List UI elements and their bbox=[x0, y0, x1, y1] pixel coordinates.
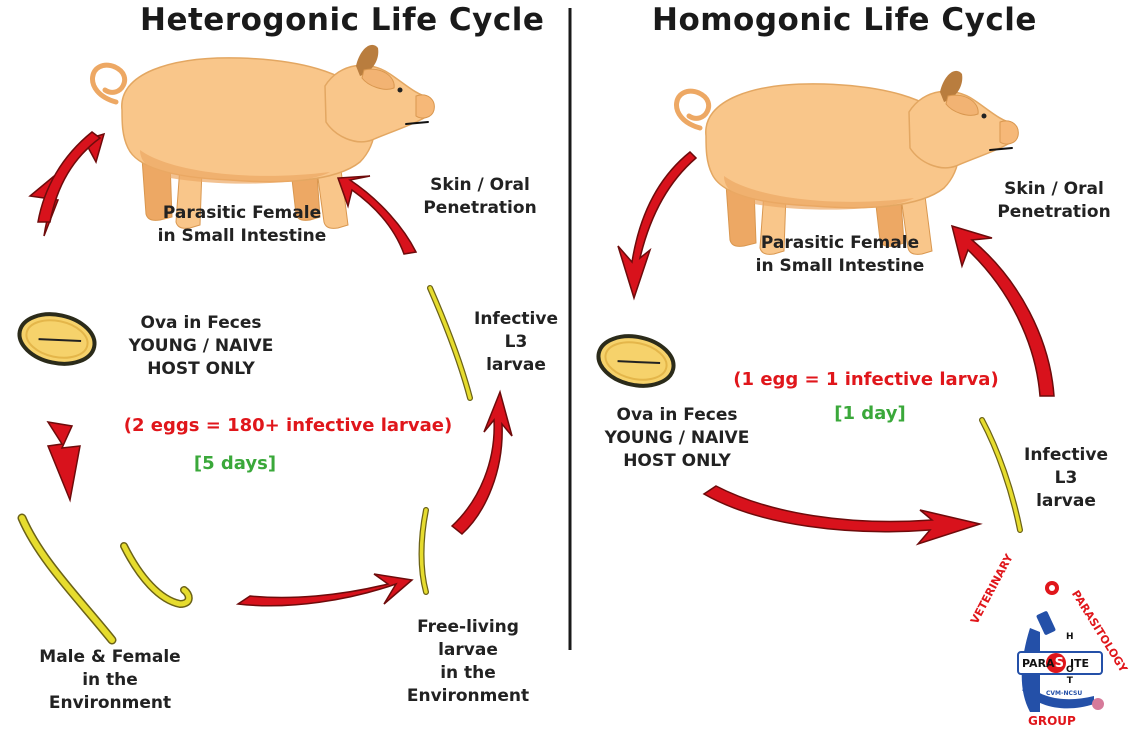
homogonic-egg-illustration bbox=[594, 330, 678, 393]
host-label-line: Parasitic Female bbox=[152, 202, 332, 225]
heterogonic-egg-illustration bbox=[15, 308, 99, 371]
homogonic-pig-illustration bbox=[677, 71, 1019, 255]
homogonic-cycle-arrows bbox=[618, 152, 1054, 544]
adult-worms-illustration bbox=[22, 518, 189, 640]
heterogonic-title: Heterogonic Life Cycle bbox=[140, 2, 544, 38]
ova-label-line: Ova in Feces bbox=[112, 312, 290, 335]
infective-label-line: larvae bbox=[464, 354, 568, 377]
host-label-line: in Small Intestine bbox=[152, 225, 332, 248]
heterogonic-host-label: Parasitic Female in Small Intestine bbox=[152, 202, 332, 248]
logo-text-group: GROUP bbox=[1028, 714, 1076, 728]
logo-host-letter: T bbox=[1066, 676, 1074, 687]
heterogonic-penetration-label: Skin / Oral Penetration bbox=[418, 174, 542, 220]
host-label-line: in Small Intestine bbox=[750, 255, 930, 278]
ova-label-line: Ova in Feces bbox=[588, 404, 766, 427]
ova-label-line: YOUNG / NAIVE bbox=[588, 427, 766, 450]
penetration-label-line: Skin / Oral bbox=[990, 178, 1118, 201]
infective-label-line: Infective bbox=[1014, 444, 1118, 467]
heterogonic-pig-illustration bbox=[93, 45, 435, 229]
infective-label-line: L3 bbox=[464, 331, 568, 354]
freeliving-label-line: Free-living bbox=[402, 616, 534, 639]
logo-host-letter: O bbox=[1066, 665, 1074, 676]
freeliving-label: Free-living larvae in the Environment bbox=[402, 616, 534, 708]
freeliving-label-line: Environment bbox=[402, 685, 534, 708]
infective-label-line: L3 bbox=[1014, 467, 1118, 490]
heterogonic-infective-label: Infective L3 larvae bbox=[464, 308, 568, 377]
homogonic-ova-label: Ova in Feces YOUNG / NAIVE HOST ONLY bbox=[588, 404, 766, 473]
freeliving-label-line: larvae bbox=[402, 639, 534, 662]
penetration-label-line: Skin / Oral bbox=[418, 174, 542, 197]
homogonic-title: Homogonic Life Cycle bbox=[652, 2, 1037, 38]
homogonic-host-label: Parasitic Female in Small Intestine bbox=[750, 232, 930, 278]
ova-label-line: YOUNG / NAIVE bbox=[112, 335, 290, 358]
logo-host-letter: H bbox=[1066, 632, 1074, 643]
homogonic-infective-label: Infective L3 larvae bbox=[1014, 444, 1118, 513]
penetration-label-line: Penetration bbox=[990, 201, 1118, 224]
host-label-line: Parasitic Female bbox=[750, 232, 930, 255]
heterogonic-ova-label: Ova in Feces YOUNG / NAIVE HOST ONLY bbox=[112, 312, 290, 381]
heterogonic-duration-note: [5 days] bbox=[180, 452, 290, 475]
penetration-label-line: Penetration bbox=[418, 197, 542, 220]
logo-institution: CVM-NCSU bbox=[1046, 690, 1082, 697]
adults-label: Male & Female in the Environment bbox=[30, 646, 190, 715]
heterogonic-yield-note: (2 eggs = 180+ infective larvae) bbox=[110, 414, 466, 437]
adults-label-line: in the bbox=[30, 669, 190, 692]
freeliving-label-line: in the bbox=[402, 662, 534, 685]
infective-label-line: Infective bbox=[464, 308, 568, 331]
ova-label-line: HOST ONLY bbox=[112, 358, 290, 381]
infective-label-line: larvae bbox=[1014, 490, 1118, 513]
logo-center-s: S bbox=[1055, 656, 1064, 671]
freeliving-larva-illustration bbox=[422, 510, 427, 592]
homogonic-duration-note: [1 day] bbox=[820, 402, 920, 425]
logo-host-letters: H O T bbox=[1066, 632, 1074, 687]
adults-label-line: Environment bbox=[30, 692, 190, 715]
homogonic-penetration-label: Skin / Oral Penetration bbox=[990, 178, 1118, 224]
logo-center-left: PARA bbox=[1022, 657, 1055, 670]
adults-label-line: Male & Female bbox=[30, 646, 190, 669]
ova-label-line: HOST ONLY bbox=[588, 450, 766, 473]
homogonic-yield-note: (1 egg = 1 infective larva) bbox=[718, 368, 1014, 391]
